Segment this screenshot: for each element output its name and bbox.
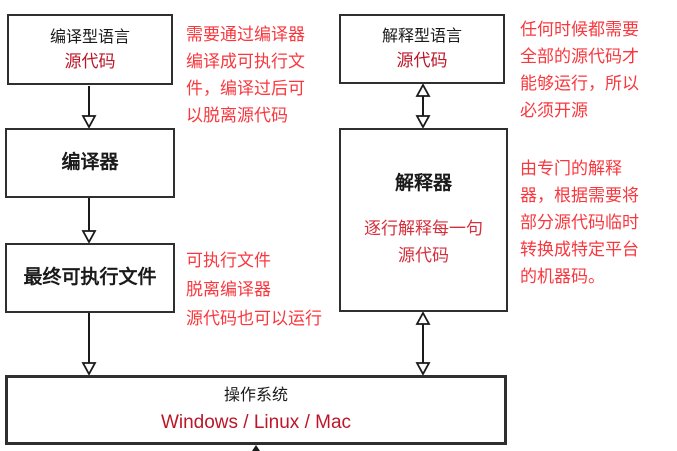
interpreted-language-source-box: 解释型语言 源代码: [339, 14, 505, 84]
arrow-source-interpreter-bidirectional: [415, 83, 431, 129]
compile-process-note: 需要通过编译器 编译成可执行文 件，编译过后可 以脱离源代码: [186, 25, 305, 125]
arrow-source-to-compiler: [81, 86, 97, 129]
interpreter-machine-code-note: 由专门的解释 器，根据需要将 部分源代码临时 转换成特定平台 的机器码。: [520, 159, 639, 286]
operating-system-box: 操作系统 Windows / Linux / Mac: [5, 375, 507, 445]
interpreter-title: 解释器: [394, 173, 452, 194]
interpreted-source-code-label: 源代码: [396, 51, 448, 70]
operating-system-title: 操作系统: [223, 387, 288, 404]
arrow-interpreter-os-bidirectional: [415, 311, 431, 376]
final-executable-title: 最终可执行文件: [23, 267, 157, 288]
cropped-arrow-stub: [252, 445, 260, 451]
executable-note: 可执行文件 脱离编译器 源代码也可以运行: [186, 251, 322, 328]
interpreted-language-title: 解释型语言: [381, 28, 462, 45]
operating-system-platforms: Windows / Linux / Mac: [160, 412, 352, 433]
interpreter-subtitle: 逐行解释每一句 源代码: [364, 219, 483, 265]
compiler-box: 编译器: [5, 128, 175, 198]
arrow-executable-to-os: [81, 313, 97, 376]
final-executable-box: 最终可执行文件: [5, 243, 175, 313]
compiled-language-title: 编译型语言: [49, 28, 130, 46]
interpreted-open-source-note: 任何时候都需要 全部的源代码才 能够运行，所以 必须开源: [520, 20, 639, 120]
compiled-source-code-label: 源代码: [64, 51, 116, 71]
arrow-compiler-to-executable: [81, 198, 97, 244]
compiler-title: 编译器: [61, 152, 119, 173]
compiled-language-source-box: 编译型语言 源代码: [7, 14, 173, 85]
interpreter-box: 解释器 逐行解释每一句 源代码: [339, 128, 508, 312]
